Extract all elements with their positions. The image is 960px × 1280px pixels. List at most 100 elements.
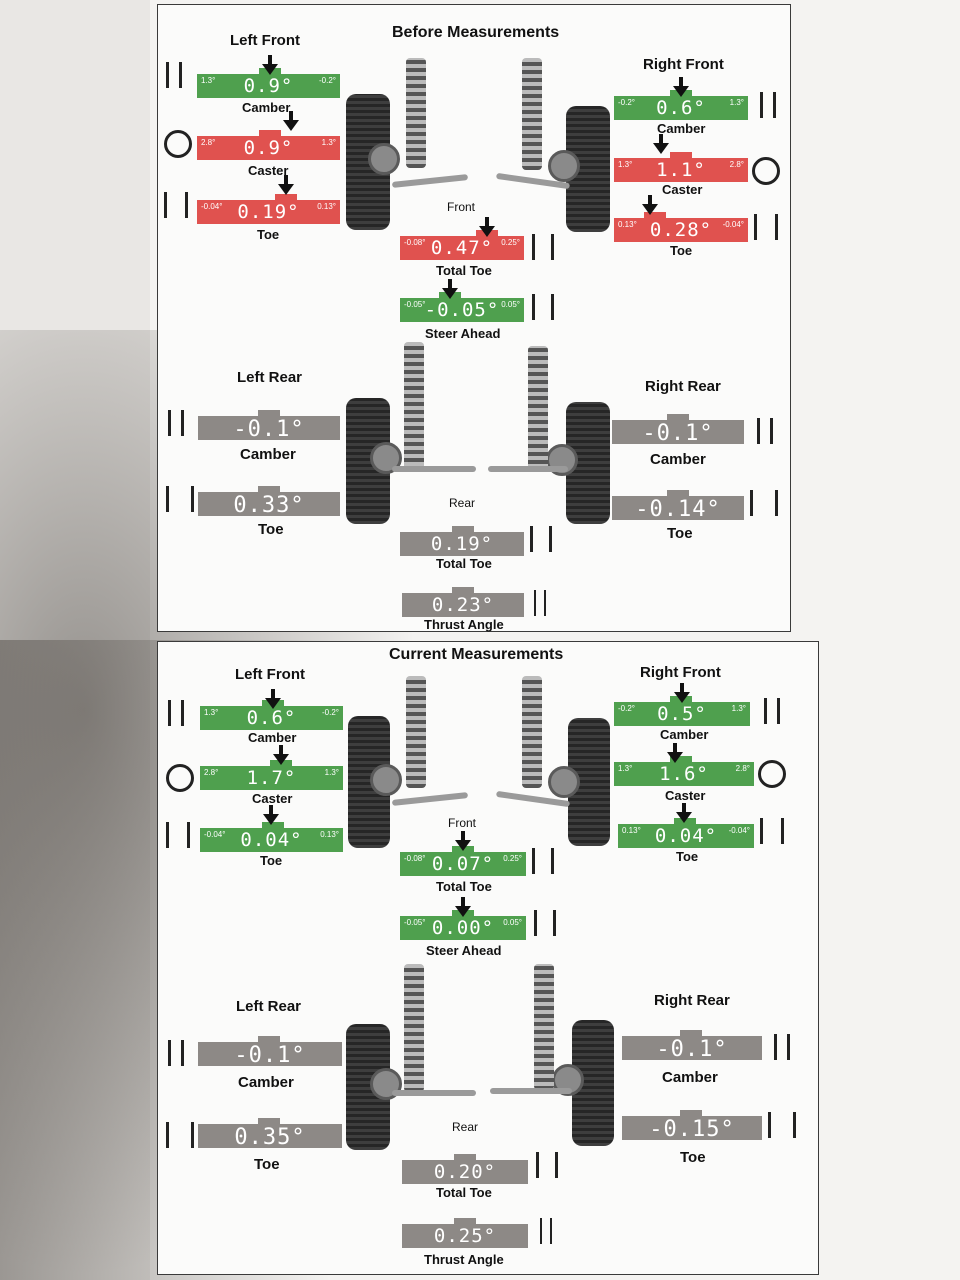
indicator-arrow-icon [273,745,289,765]
indicator-arrow-icon [263,805,279,825]
gauge-bar [400,298,524,322]
front-axle-label: Front [448,816,477,830]
camber-value: -0.1° [642,421,714,446]
spec-limit-label: 0.13° [320,830,339,839]
section-title: Current Measurements [389,646,564,663]
gauge-target-notch [270,760,292,770]
toe-icon [760,818,784,844]
steer-ahead-value: -0.05° [424,299,500,321]
gauge-target-notch [452,587,474,597]
gauge-bar [402,1224,528,1248]
camber-value: 0.5° [657,703,707,725]
indicator-arrow-icon [278,175,294,195]
camber-label: Camber [238,1074,294,1091]
thrust-angle-icon [534,590,546,616]
caster-label: Caster [252,791,293,806]
spec-limit-label: -0.08° [404,238,426,247]
front-right-hub [548,766,580,798]
camber-value: -0.1° [656,1037,728,1062]
spec-limit-label: 0.13° [622,826,641,835]
caster-value: 0.9° [243,137,294,159]
front-right-strut [522,676,542,788]
rear-right-arm [488,466,568,472]
spec-limit-label: 2.8° [201,138,216,147]
caster-value: 1.6° [659,763,709,785]
rear-left-arm [392,1090,476,1096]
indicator-arrow-icon [479,217,495,237]
indicator-arrow-icon [667,743,683,763]
total-toe-icon [536,1152,558,1178]
gauge-bar [198,492,340,516]
toe-icon [750,490,778,516]
gauge-bar [402,593,524,617]
gauge-bar [197,136,340,160]
gauge-bar [200,766,343,790]
camber-gauge: -0.1° [198,1036,342,1068]
caster-value: 1.1° [656,159,706,181]
gauge-target-notch [452,846,474,856]
toe-label: Toe [258,521,284,538]
total-toe-gauge: -0.08°0.25° 0.07° [400,846,526,876]
camber-value: -0.1° [234,1043,306,1068]
total-toe-value: 0.19° [430,533,494,555]
gauge-target-notch [258,1036,280,1046]
toe-gauge: -0.04°0.13° 0.04° [200,822,343,852]
steer-ahead-gauge: -0.05°0.05° -0.05° [400,292,524,322]
indicator-arrow-icon [283,111,299,131]
steer-ahead-label: Steer Ahead [426,943,502,958]
toe-gauge: -0.04°0.13° 0.19° [197,194,340,224]
gauge-bar [614,702,750,726]
toe-icon [164,192,188,218]
toe-label: Toe [667,525,693,542]
total-toe-label: Total Toe [436,556,492,571]
camber-gauge: 1.3°-0.2° 0.9° [197,68,340,98]
total-toe-label: Total Toe [436,1185,492,1200]
gauge-target-notch [258,486,280,496]
gauge-bar [400,852,526,876]
caster-icon [752,157,780,185]
camber-icon [774,1034,790,1060]
camber-icon [757,418,773,444]
toe-value: 0.04° [240,829,303,851]
front-left-strut [406,58,426,168]
right-front-heading: Right Front [640,664,721,681]
toe-label: Toe [257,227,280,242]
gauge-bar [614,96,748,120]
spec-limit-label: 0.05° [503,918,522,927]
toe-value: 0.19° [237,201,300,223]
caster-icon [164,130,192,158]
camber-gauge: -0.1° [612,414,744,446]
gauge-target-notch [454,1154,476,1164]
camber-value: 0.9° [243,75,294,97]
camber-icon [168,410,184,436]
thrust-angle-value: 0.23° [431,594,495,616]
toe-value: 0.33° [233,493,305,518]
rear-left-strut [404,342,424,470]
camber-gauge: -0.1° [198,410,340,442]
gauge-bar [198,416,340,440]
spec-limit-label: 1.3° [321,138,336,147]
gauge-target-notch [258,1118,280,1128]
spec-limit-label: 1.3° [201,76,216,85]
thrust-angle-value: 0.25° [433,1225,497,1247]
thrust-angle-icon [540,1218,552,1244]
rear-right-strut [534,964,554,1090]
toe-icon [166,822,190,848]
spec-limit-label: 0.05° [501,300,520,309]
front-left-strut [406,676,426,788]
spec-limit-label: 1.3° [204,708,219,717]
total-toe-icon [532,234,554,260]
gauge-bar [198,1124,342,1148]
total-toe-label: Total Toe [436,263,492,278]
thrust-angle-label: Thrust Angle [424,1252,504,1267]
indicator-arrow-icon [676,803,692,823]
gauge-bar [402,1160,528,1184]
gauge-bar [618,824,754,848]
gauge-target-notch [667,414,689,424]
caster-gauge: 2.8°1.3° 1.7° [200,760,343,790]
gauge-bar [197,74,340,98]
toe-icon [166,1122,194,1148]
total-toe-gauge: -0.08°0.25° 0.47° [400,230,524,260]
spec-limit-label: -0.04° [728,826,750,835]
toe-value: -0.14° [635,497,721,522]
